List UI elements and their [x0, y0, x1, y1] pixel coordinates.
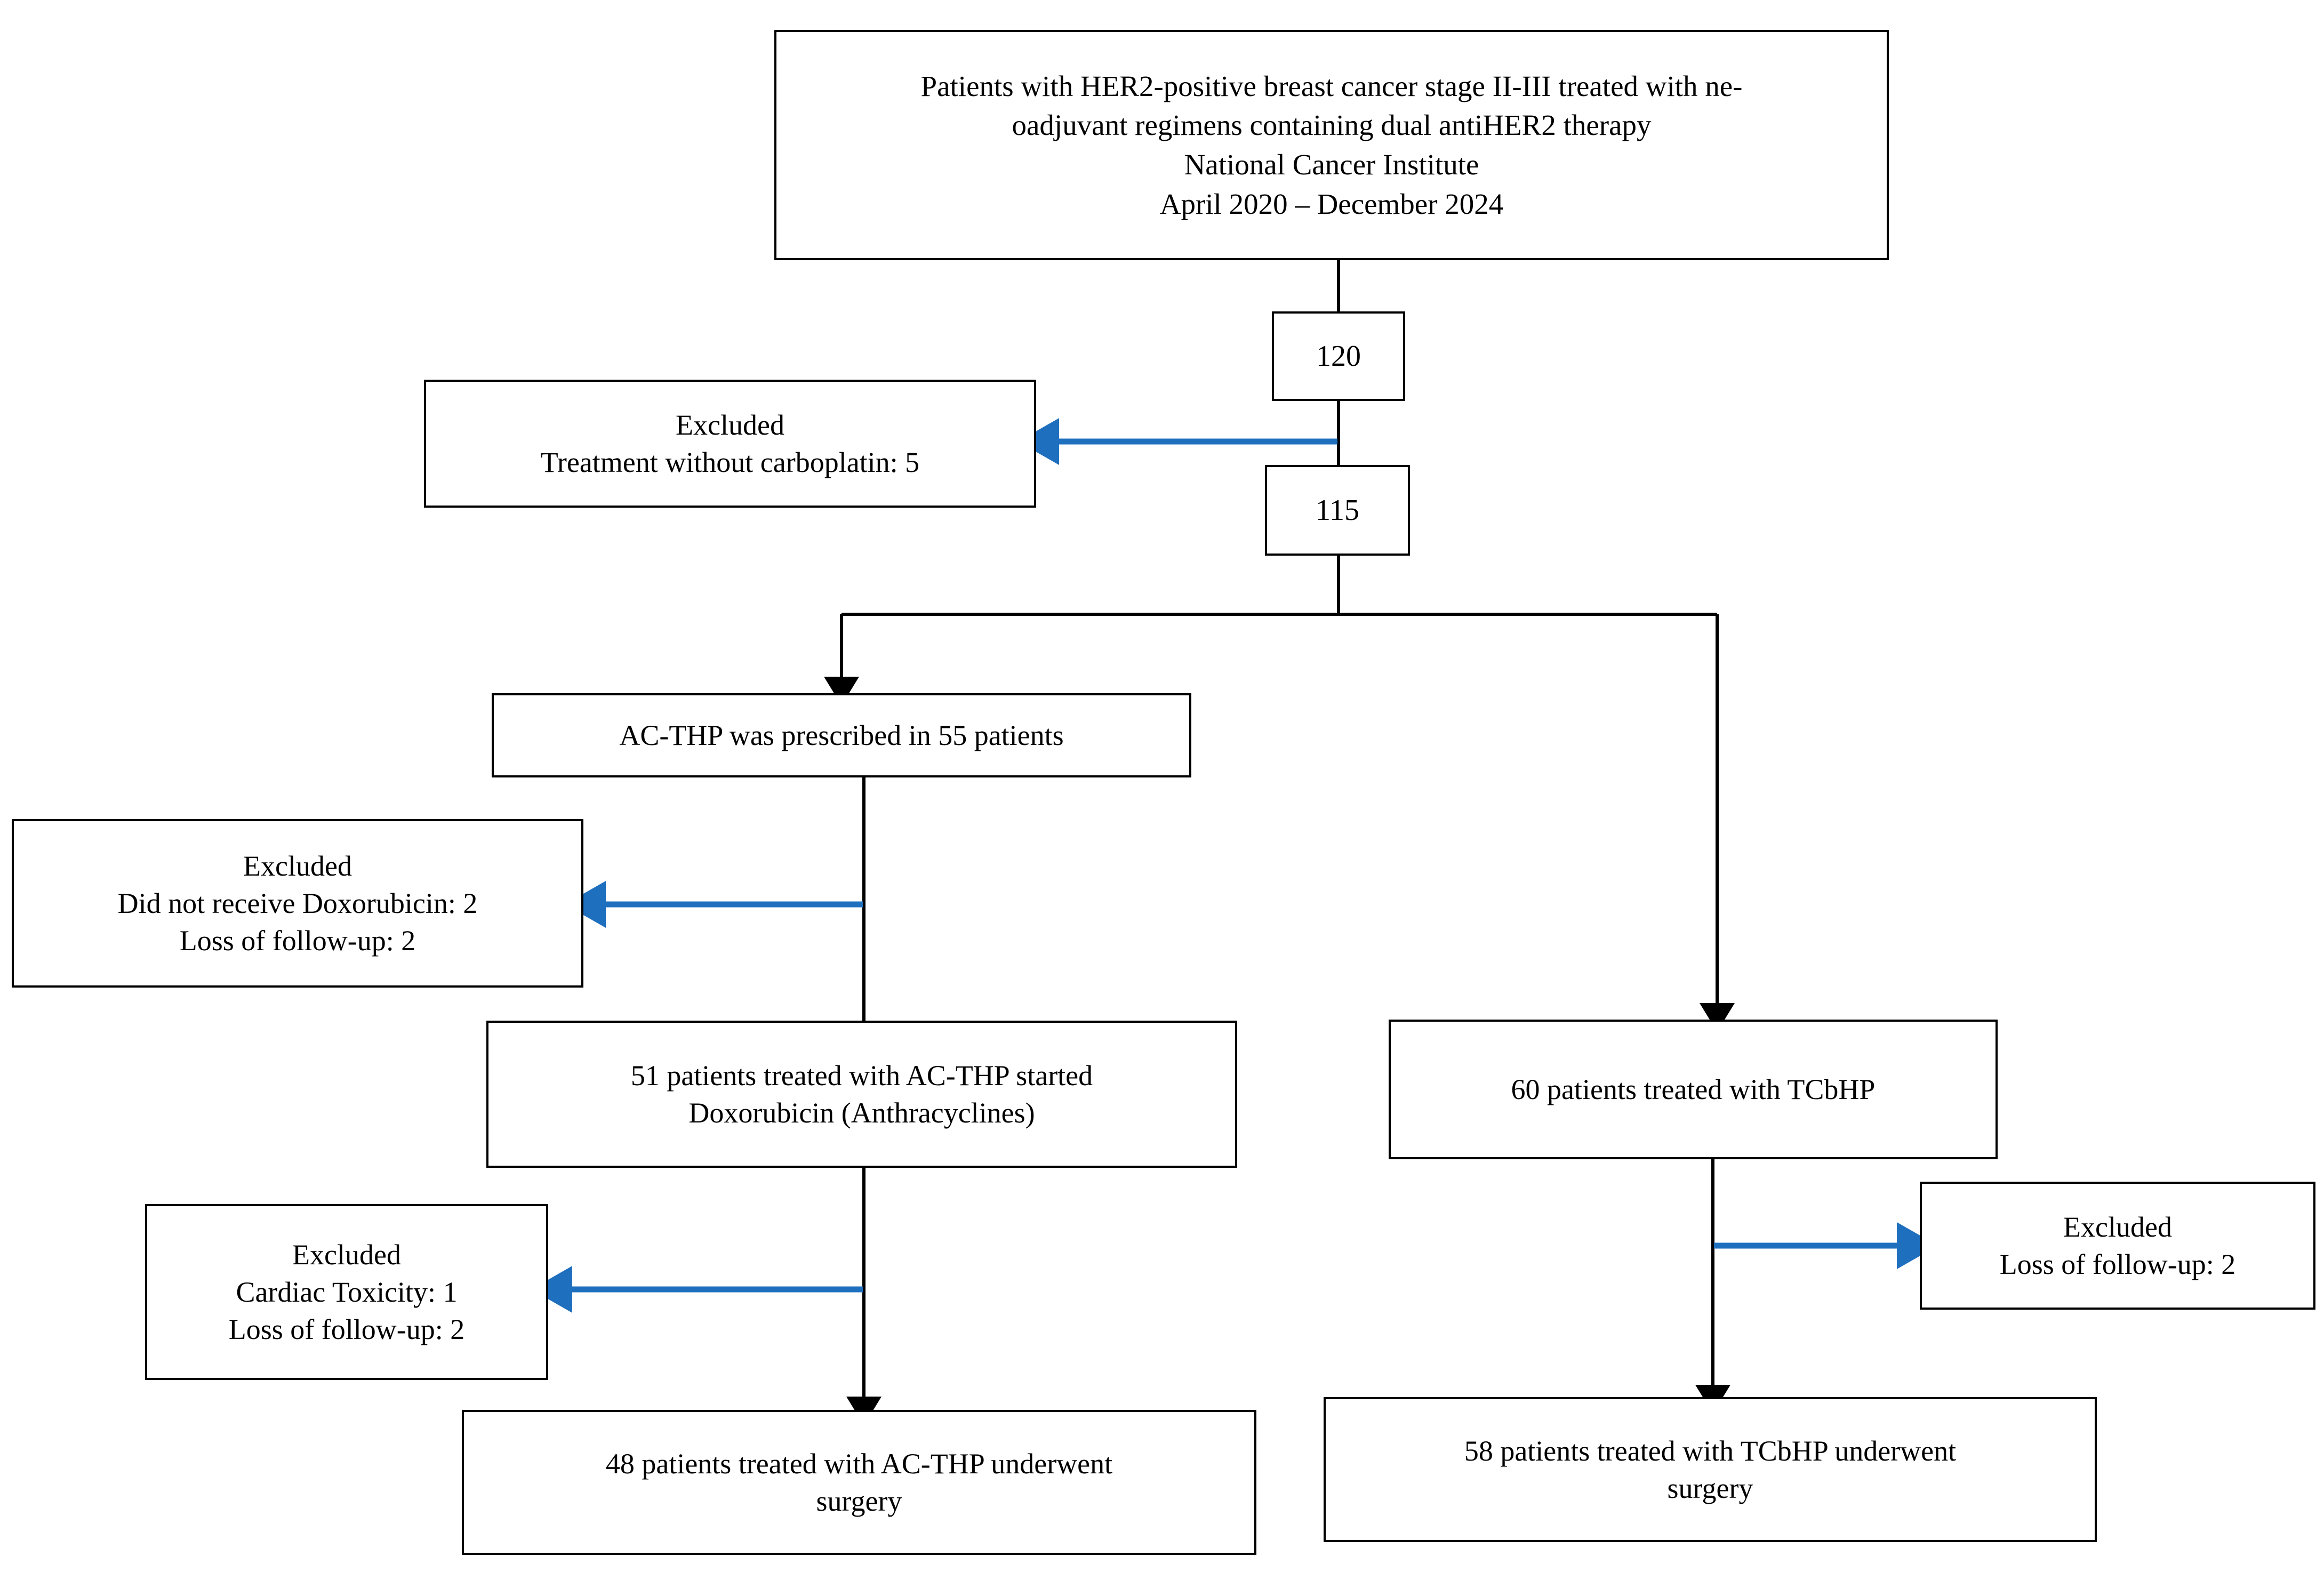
- source-cohort-line-1: Patients with HER2-positive breast cance…: [920, 69, 1743, 102]
- excluded-acthp-pre-box: Excluded Did not receive Doxorubicin: 2 …: [12, 819, 583, 988]
- acthp-started-doxorubicin-line-1: 51 patients treated with AC-THP started: [630, 1059, 1093, 1092]
- source-cohort-line-4: April 2020 – December 2024: [1159, 187, 1504, 220]
- tcbhp-treated-box: 60 patients treated with TCbHP: [1389, 1020, 1998, 1159]
- excluded-acthp-pre-reason-2: Loss of follow-up: 2: [179, 925, 416, 957]
- excluded-no-carboplatin-box: Excluded Treatment without carboplatin: …: [424, 380, 1036, 508]
- tcbhp-treated-label: 60 patients treated with TCbHP: [1511, 1073, 1876, 1105]
- count-120-value: 120: [1316, 339, 1361, 373]
- excluded-tcbhp-heading: Excluded: [2063, 1210, 2172, 1243]
- source-cohort-line-2: oadjuvant regimens containing dual antiH…: [1012, 109, 1652, 142]
- acthp-started-doxorubicin-box: 51 patients treated with AC-THP started …: [486, 1021, 1237, 1168]
- count-120-box: 120: [1272, 311, 1405, 401]
- acthp-surgery-line-1: 48 patients treated with AC-THP underwen…: [605, 1447, 1113, 1480]
- tcbhp-surgery-line-1: 58 patients treated with TCbHP underwent: [1464, 1434, 1957, 1467]
- excluded-tcbhp-box: Excluded Loss of follow-up: 2: [1920, 1182, 2315, 1310]
- tcbhp-surgery-line-2: surgery: [1667, 1472, 1753, 1504]
- excluded-tcbhp-reason: Loss of follow-up: 2: [1999, 1248, 2236, 1280]
- excluded-acthp-post-reason-1: Cardiac Toxicity: 1: [236, 1276, 458, 1308]
- excluded-acthp-pre-heading: Excluded: [243, 849, 352, 882]
- excluded-no-carboplatin-heading: Excluded: [676, 408, 784, 441]
- acthp-surgery-line-2: surgery: [816, 1485, 902, 1517]
- acthp-started-doxorubicin-line-2: Doxorubicin (Anthracyclines): [688, 1097, 1035, 1129]
- source-cohort-line-3: National Cancer Institute: [1184, 148, 1479, 181]
- excluded-no-carboplatin-reason: Treatment without carboplatin: 5: [540, 446, 920, 478]
- tcbhp-surgery-box: 58 patients treated with TCbHP underwent…: [1324, 1397, 2097, 1542]
- source-cohort-box: Patients with HER2-positive breast cance…: [774, 30, 1889, 260]
- count-115-value: 115: [1316, 493, 1359, 527]
- acthp-prescribed-label: AC-THP was prescribed in 55 patients: [619, 719, 1064, 751]
- excluded-acthp-post-reason-2: Loss of follow-up: 2: [228, 1313, 465, 1346]
- acthp-prescribed-box: AC-THP was prescribed in 55 patients: [492, 693, 1191, 777]
- excluded-acthp-pre-reason-1: Did not receive Doxorubicin: 2: [117, 887, 478, 919]
- count-115-box: 115: [1265, 465, 1410, 556]
- excluded-acthp-post-heading: Excluded: [292, 1238, 401, 1271]
- excluded-acthp-post-box: Excluded Cardiac Toxicity: 1 Loss of fol…: [145, 1204, 548, 1380]
- acthp-surgery-box: 48 patients treated with AC-THP underwen…: [462, 1410, 1256, 1555]
